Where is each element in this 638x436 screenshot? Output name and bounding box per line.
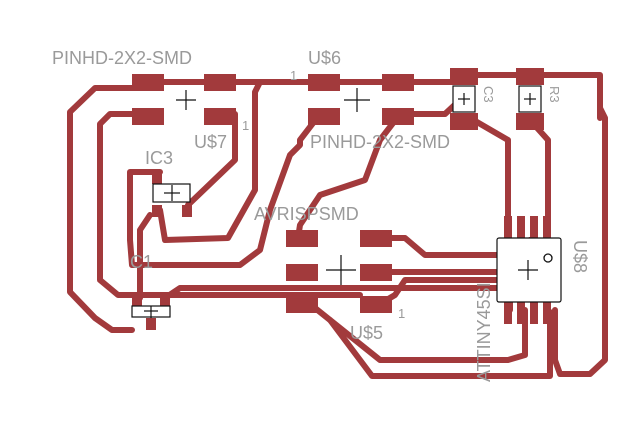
label-pin1-u5: 1 xyxy=(398,306,405,321)
origin-pinhd-top xyxy=(176,90,196,110)
attiny-pin1-marker xyxy=(543,253,553,263)
trace-outer-left xyxy=(67,85,143,333)
pad-r3-top[interactable] xyxy=(516,68,544,85)
label-u8: U$8 xyxy=(570,240,590,273)
pad-attiny-bot-2[interactable] xyxy=(517,302,525,324)
trace-avr-bottom xyxy=(302,297,553,379)
pad-pinhd-mid-2[interactable] xyxy=(382,74,414,91)
silkscreen-labels: PINHD-2X2-SMD U$6 1 U$7 1 PINHD-2X2-SMD … xyxy=(52,48,590,382)
trace-c1-to-ic3 xyxy=(137,212,153,301)
pad-c1-bottom[interactable] xyxy=(146,318,156,330)
pad-attiny-top-4[interactable] xyxy=(543,216,551,238)
pad-pinhd-top-3[interactable] xyxy=(132,108,164,125)
pad-r3-bottom[interactable] xyxy=(516,113,544,130)
pad-attiny-bot-1[interactable] xyxy=(504,302,512,324)
pad-attiny-top-3[interactable] xyxy=(530,216,538,238)
pad-attiny-top-1[interactable] xyxy=(504,216,512,238)
trace-r3-attiny xyxy=(527,117,551,228)
trace-row2-left xyxy=(97,111,363,298)
trace-u7-ic3 xyxy=(185,111,238,208)
pad-pinhd-mid-3[interactable] xyxy=(308,108,340,125)
label-c1: C1 xyxy=(130,252,153,272)
origin-r3 xyxy=(524,93,536,105)
pad-avr-4[interactable] xyxy=(360,264,392,281)
origin-ic3 xyxy=(164,185,180,201)
origin-attiny xyxy=(518,260,538,280)
label-c3: C3 xyxy=(481,86,496,103)
pad-attiny-bot-3[interactable] xyxy=(530,302,538,324)
label-pinhd-top: PINHD-2X2-SMD xyxy=(52,48,192,68)
label-pin1-u6: 1 xyxy=(290,68,297,83)
pad-attiny-bot-4[interactable] xyxy=(543,302,551,324)
pad-avr-5[interactable] xyxy=(286,296,318,313)
pad-c1-left[interactable] xyxy=(132,294,142,306)
pad-layer xyxy=(132,68,551,330)
label-u7: U$7 xyxy=(194,132,227,152)
trace-avr-up xyxy=(295,111,403,241)
pad-ic3-2[interactable] xyxy=(152,205,162,217)
label-avr: AVRISPSMD xyxy=(254,204,359,224)
label-attiny: ATTINY45SI xyxy=(474,282,494,382)
component-outlines xyxy=(131,85,562,318)
pad-avr-3[interactable] xyxy=(286,264,318,281)
trace-c3-r3 xyxy=(467,72,603,121)
pad-c1-right[interactable] xyxy=(160,294,170,306)
pad-pinhd-top-2[interactable] xyxy=(204,74,236,91)
pad-pinhd-top-1[interactable] xyxy=(132,74,164,91)
pad-c3-top[interactable] xyxy=(450,68,478,85)
label-u5: U$5 xyxy=(350,323,383,343)
trace-attiny-lower xyxy=(327,307,528,363)
trace-c3-down xyxy=(467,115,511,228)
label-u6: U$6 xyxy=(308,48,341,68)
pad-pinhd-mid-4[interactable] xyxy=(382,108,414,125)
trace-u6-avr xyxy=(157,79,263,243)
origin-c3 xyxy=(458,93,470,105)
pad-ic3-3[interactable] xyxy=(182,205,192,217)
pad-avr-6[interactable] xyxy=(360,296,392,313)
origin-c1 xyxy=(144,306,158,318)
pad-attiny-top-2[interactable] xyxy=(517,216,525,238)
label-pin1-u7: 1 xyxy=(242,118,249,133)
pad-avr-2[interactable] xyxy=(360,230,392,247)
pad-ic3-1[interactable] xyxy=(152,172,162,184)
pad-c3-bottom[interactable] xyxy=(450,113,478,130)
label-r3: R3 xyxy=(547,86,562,103)
trace-r3-right xyxy=(552,105,608,377)
pad-avr-1[interactable] xyxy=(286,230,318,247)
origin-pinhd-mid xyxy=(344,88,370,112)
label-ic3: IC3 xyxy=(145,148,173,168)
trace-mid-avr xyxy=(127,111,323,268)
pad-pinhd-mid-1[interactable] xyxy=(308,74,340,91)
label-pinhd-mid: PINHD-2X2-SMD xyxy=(310,132,450,152)
origin-avr xyxy=(326,255,356,285)
pad-pinhd-top-4[interactable] xyxy=(204,108,236,125)
